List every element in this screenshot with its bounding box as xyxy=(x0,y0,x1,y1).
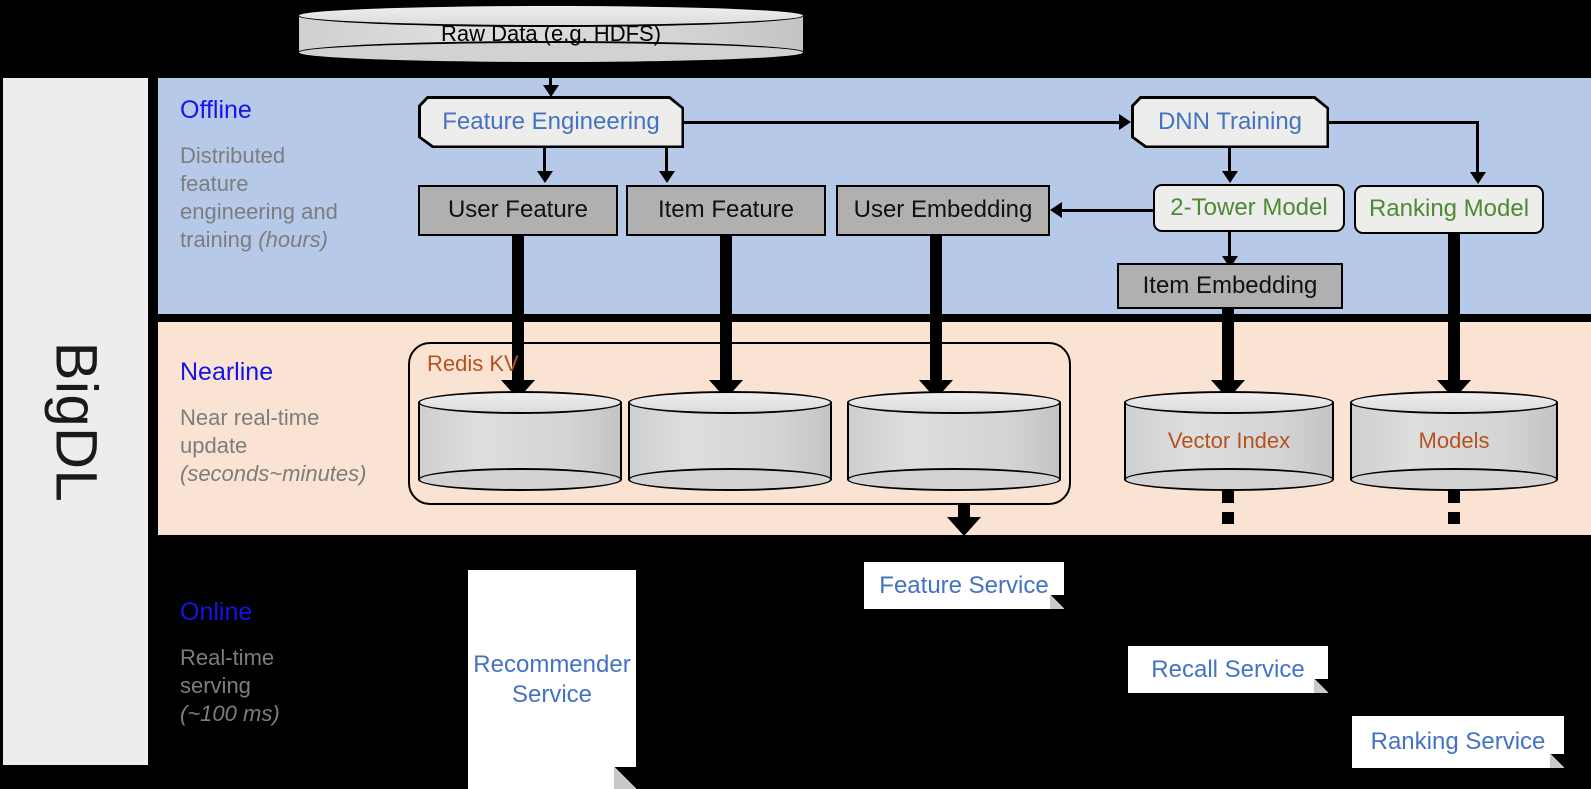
stub-models-1 xyxy=(1448,489,1460,503)
redis-store-1[interactable] xyxy=(418,391,622,491)
stub-redis-featureservice xyxy=(958,505,970,519)
dnn-training-node[interactable]: DNN Training xyxy=(1131,96,1329,148)
cylinder-top xyxy=(1350,391,1558,414)
ranking-model-box[interactable]: Ranking Model xyxy=(1354,185,1544,234)
cylinder-top xyxy=(628,391,832,414)
nearline-title: Nearline xyxy=(180,358,274,386)
arrowhead-fe-dnn xyxy=(1119,114,1131,130)
two-tower-model-label: 2-Tower Model xyxy=(1170,193,1328,221)
connector-fe-dnn xyxy=(684,121,1119,124)
pipe-rankingmodel-models xyxy=(1448,234,1460,396)
cylinder-body xyxy=(847,402,1061,480)
offline-subtitle: Distributed feature engineering and trai… xyxy=(180,143,338,253)
user-feature-label: User Feature xyxy=(447,196,589,224)
feature-service-note[interactable]: Feature Service xyxy=(864,562,1064,609)
page-fold-icon xyxy=(614,767,636,789)
item-embedding-box[interactable]: Item Embedding xyxy=(1117,263,1343,309)
connector-rawdata-fe xyxy=(549,64,552,88)
cylinder-bottom xyxy=(847,468,1061,491)
redis-kv-label: Redis KV xyxy=(427,351,519,376)
connector-dnn-ranking-v xyxy=(1476,121,1479,176)
page-fold-icon xyxy=(1550,754,1564,768)
cylinder-top xyxy=(847,391,1061,414)
feature-engineering-node[interactable]: Feature Engineering xyxy=(418,96,684,148)
nearline-subtitle: Near real-time update (seconds~minutes) xyxy=(180,405,367,487)
arrowhead-fe-itemfeature xyxy=(659,171,675,183)
cylinder-bottom xyxy=(1350,468,1558,491)
item-feature-label: Item Feature xyxy=(657,196,795,224)
node-fill xyxy=(421,99,682,146)
user-feature-box[interactable]: User Feature xyxy=(418,185,618,236)
ranking-service-label: Ranking Service xyxy=(1370,728,1546,755)
offline-title: Offline xyxy=(180,96,252,124)
user-embedding-box[interactable]: User Embedding xyxy=(836,185,1050,236)
cylinder-bottom xyxy=(628,468,832,491)
connector-twotower-userembedding xyxy=(1062,209,1153,212)
arrowhead-dnn-twotower xyxy=(1222,171,1238,183)
node-fill xyxy=(1134,99,1327,146)
cylinder-body xyxy=(418,402,622,480)
user-embedding-label: User Embedding xyxy=(853,196,1033,224)
arrowhead-twotower-userembedding xyxy=(1050,202,1062,218)
two-tower-model-box[interactable]: 2-Tower Model xyxy=(1153,184,1345,232)
redis-store-3[interactable] xyxy=(847,391,1061,491)
connector-fe-itemfeature xyxy=(665,148,668,174)
connector-dnn-ranking-h xyxy=(1329,121,1478,124)
raw-data-cylinder[interactable]: Raw Data (e.g. HDFS) xyxy=(297,4,805,64)
redis-store-2[interactable] xyxy=(628,391,832,491)
pipe-userfeature-store xyxy=(512,236,524,396)
redis-kv-group[interactable] xyxy=(408,342,1071,505)
recall-service-label: Recall Service xyxy=(1151,655,1305,683)
pipe-userembedding-store xyxy=(930,236,942,396)
item-embedding-label: Item Embedding xyxy=(1142,271,1318,299)
arrowhead-redis-featureservice xyxy=(947,517,981,536)
cylinder-top xyxy=(297,4,805,27)
cylinder-body xyxy=(1350,402,1558,480)
cylinder-top xyxy=(418,391,622,414)
page-fold-icon xyxy=(1314,679,1328,693)
arrowhead-dnn-ranking xyxy=(1470,172,1486,184)
connector-dnn-twotower xyxy=(1228,148,1231,174)
online-title: Online xyxy=(180,598,253,626)
feature-service-label: Feature Service xyxy=(879,571,1049,599)
pipe-itemfeature-store xyxy=(720,236,732,396)
connector-fe-userfeature xyxy=(543,148,546,174)
cylinder-bottom xyxy=(297,41,805,64)
stub-vectorindex-2 xyxy=(1222,512,1234,524)
stub-models-2 xyxy=(1448,512,1460,524)
bigdl-framework-rail: BigDL xyxy=(3,78,148,765)
bigdl-label: BigDL xyxy=(43,341,108,502)
ranking-service-note[interactable]: Ranking Service xyxy=(1352,716,1564,768)
stub-vectorindex-1 xyxy=(1222,489,1234,503)
pipe-itemembedding-vectorindex xyxy=(1222,309,1234,396)
connector-twotower-itemembedding xyxy=(1228,232,1231,259)
arrowhead-rawdata-fe xyxy=(543,85,559,97)
page-fold-icon xyxy=(1050,595,1064,609)
cylinder-top xyxy=(1124,391,1334,414)
cylinder-bottom xyxy=(418,468,622,491)
cylinder-body xyxy=(628,402,832,480)
vector-index-cylinder[interactable]: Vector Index xyxy=(1124,391,1334,491)
models-cylinder[interactable]: Models xyxy=(1350,391,1558,491)
recommender-service-label: Recommender Service xyxy=(473,650,631,708)
recommender-service-note[interactable]: Recommender Service xyxy=(468,570,636,789)
feature-engineering-label: Feature Engineering xyxy=(442,108,660,135)
arrowhead-fe-userfeature xyxy=(537,171,553,183)
cylinder-bottom xyxy=(1124,468,1334,491)
ranking-model-label: Ranking Model xyxy=(1368,195,1530,223)
recall-service-note[interactable]: Recall Service xyxy=(1128,646,1328,693)
item-feature-box[interactable]: Item Feature xyxy=(626,185,826,236)
online-subtitle: Real-time serving (~100 ms) xyxy=(180,645,280,727)
dnn-training-label: DNN Training xyxy=(1157,108,1303,135)
cylinder-body xyxy=(1124,402,1334,480)
